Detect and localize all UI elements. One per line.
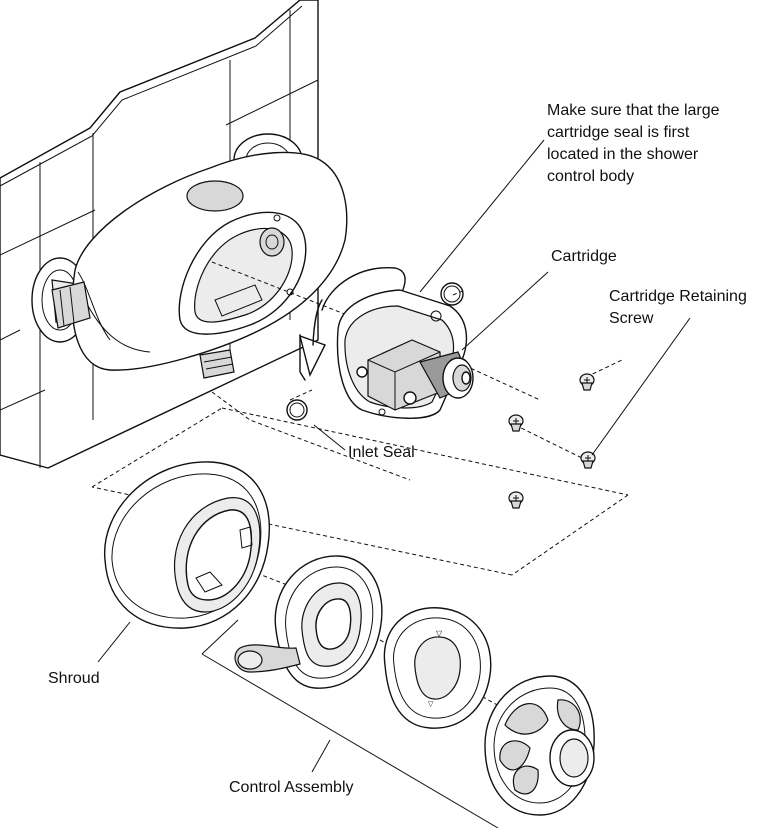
svg-text:▽: ▽ [428,701,434,708]
inlet-seal-label: Inlet Seal [348,444,415,461]
retaining-screw-line-2: Screw [609,310,654,327]
cartridge-seal-note: Make sure that the large cartridge seal … [547,100,720,188]
large-cartridge-seal [440,282,464,306]
screw-1 [579,373,595,391]
note-line-4: control body [547,168,635,185]
svg-text:▽: ▽ [436,629,443,638]
cartridge-label: Cartridge [551,248,617,265]
shroud-label: Shroud [48,670,100,687]
note-line-2: cartridge seal is first [547,124,690,141]
leader-lines [97,139,691,829]
retaining-screws [508,373,596,509]
control-knob [484,675,595,816]
screw-3 [580,451,596,469]
shroud [104,461,270,629]
retaining-screw-label: Cartridge Retaining Screw [609,286,747,330]
inlet-seal-ring [286,399,308,421]
control-ring: ▽ ▽ [383,607,492,729]
control-body [51,151,348,379]
seals [286,282,464,421]
control-assembly-label: Control Assembly [229,779,354,796]
note-line-3: located in the shower [547,146,699,163]
assembly-axes [91,261,629,721]
lever-ring [234,555,383,689]
note-line-1: Make sure that the large [547,102,720,119]
screw-2 [508,414,524,432]
screw-4 [508,491,524,509]
retaining-screw-line-1: Cartridge Retaining [609,288,747,305]
cartridge [298,267,474,419]
